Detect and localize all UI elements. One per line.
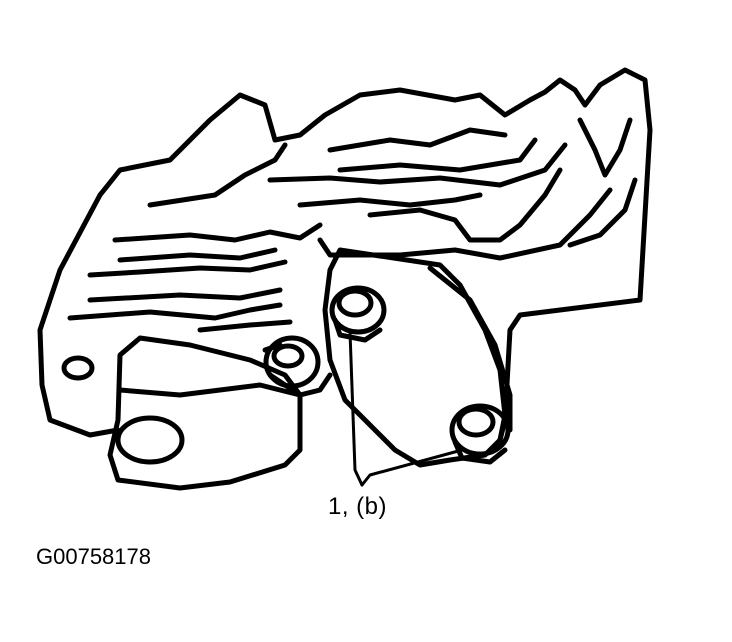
passage-line-7 bbox=[147, 142, 288, 208]
bracket-top-edge bbox=[117, 382, 303, 398]
valve-body-plate-outline bbox=[97, 67, 653, 443]
leader-line-upper bbox=[348, 330, 364, 487]
passage-line-10 bbox=[267, 142, 568, 188]
passage-line-3 bbox=[87, 259, 288, 278]
passage-line-8 bbox=[327, 127, 508, 153]
passage-line-13 bbox=[317, 187, 613, 261]
passage-line-11 bbox=[297, 192, 483, 208]
passage-line-14 bbox=[567, 177, 638, 248]
pipe-fitting bbox=[262, 335, 333, 398]
callout-label: 1, (b) bbox=[328, 493, 388, 520]
passage-line-9 bbox=[337, 137, 538, 173]
leader-line-lower bbox=[360, 448, 464, 487]
cover-plate-inner-edge bbox=[427, 265, 513, 433]
corner-hole bbox=[61, 355, 95, 381]
passage-line-15 bbox=[577, 117, 633, 178]
bracket-hole bbox=[115, 415, 185, 465]
passage-line-5 bbox=[67, 302, 283, 321]
figure-id: G00758178 bbox=[36, 544, 151, 569]
bolt-upper bbox=[329, 285, 387, 343]
passage-line-1 bbox=[112, 222, 323, 243]
bracket-block bbox=[107, 335, 303, 491]
passage-line-12 bbox=[367, 167, 563, 243]
valve-body-left-edge bbox=[37, 192, 121, 438]
passage-line-2 bbox=[117, 247, 278, 263]
passage-line-4 bbox=[87, 287, 283, 303]
passage-line-6 bbox=[197, 319, 293, 333]
